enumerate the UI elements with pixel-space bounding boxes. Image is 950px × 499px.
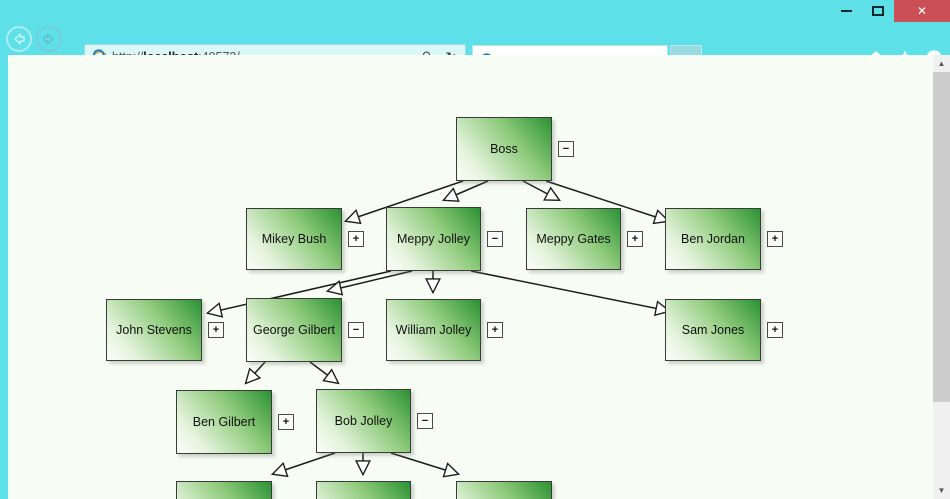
collapse-toggle-meppyj[interactable]: − <box>487 231 503 247</box>
diagram-connectors <box>8 180 923 499</box>
diagram-node-meppyg[interactable]: Meppy Gates <box>526 208 621 270</box>
diagram-node-benjolley[interactable]: Ben Jolley <box>176 481 272 499</box>
diagram-node-samjones[interactable]: Sam Jones <box>665 299 761 361</box>
diagram-node-label: William Jolley <box>395 323 472 337</box>
scrollbar-thumb[interactable] <box>933 72 950 402</box>
close-icon: ✕ <box>916 4 928 18</box>
diagram-node-williamj[interactable]: William Jolley <box>386 299 481 361</box>
vertical-scrollbar[interactable]: ▲ ▼ <box>933 55 950 499</box>
diagram-node-johns[interactable]: John Stevens <box>106 299 202 361</box>
diagram-node-johnjordan[interactable]: John Jordan <box>456 481 552 499</box>
collapse-toggle-bobjolley[interactable]: − <box>417 413 433 429</box>
diagram-node-label: Sam Jones <box>681 323 745 337</box>
back-button[interactable] <box>6 26 32 52</box>
scroll-down-arrow-icon[interactable]: ▼ <box>933 482 950 499</box>
diagram-node-label: Meppy Jolley <box>397 232 470 246</box>
diagram-node-label: Mikey Bush <box>261 232 327 246</box>
diagram-node-bobjolley[interactable]: Bob Jolley <box>316 389 411 453</box>
diagram-node-george[interactable]: George Gilbert <box>246 298 342 362</box>
diagram-node-benjordan[interactable]: Ben Jordan <box>665 208 761 270</box>
title-bar: ✕ <box>0 0 950 22</box>
minimize-button[interactable] <box>830 0 862 22</box>
maximize-button[interactable] <box>862 0 894 22</box>
back-arrow-icon <box>14 33 25 45</box>
forward-arrow-icon <box>43 33 54 45</box>
diagram-node-boss[interactable]: Boss <box>456 117 552 181</box>
diagram-node-label: Ben Jordan <box>681 232 745 246</box>
maximize-icon <box>872 6 884 16</box>
diagram-canvas[interactable]: Boss − Mikey Bush + Meppy Jolley − Meppy Gates… <box>8 55 923 499</box>
expand-toggle-samjones[interactable]: + <box>767 322 783 338</box>
page-content: Boss − Mikey Bush + Meppy Jolley − Meppy Gates… <box>8 55 942 499</box>
scroll-up-arrow-icon[interactable]: ▲ <box>933 55 950 72</box>
collapse-toggle-boss[interactable]: − <box>558 141 574 157</box>
diagram-node-mikey[interactable]: Mikey Bush <box>246 208 342 270</box>
navigation-bar: http://localhost:49573/ ⚲ ▼ ↻ MindFusion… <box>0 22 950 75</box>
diagram-node-bobjolley2[interactable]: Bob Jolley <box>316 481 411 499</box>
close-button[interactable]: ✕ <box>894 0 950 22</box>
collapse-toggle-george[interactable]: − <box>348 322 364 338</box>
diagram-node-label: Boss <box>490 142 518 156</box>
expand-toggle-benjordan[interactable]: + <box>767 231 783 247</box>
diagram-node-bengil[interactable]: Ben Gilbert <box>176 390 272 454</box>
expand-toggle-mikey[interactable]: + <box>348 231 364 247</box>
diagram-node-label: Ben Gilbert <box>192 415 256 429</box>
expand-toggle-johns[interactable]: + <box>208 322 224 338</box>
expand-toggle-williamj[interactable]: + <box>487 322 503 338</box>
expand-toggle-bengil[interactable]: + <box>278 414 294 430</box>
expand-toggle-meppyg[interactable]: + <box>627 231 643 247</box>
diagram-node-label: Bob Jolley <box>334 414 393 428</box>
diagram-node-label: John Stevens <box>116 323 192 337</box>
diagram-node-meppyj[interactable]: Meppy Jolley <box>386 207 481 271</box>
diagram-node-label: Meppy Gates <box>536 232 611 246</box>
minimize-icon <box>840 10 852 12</box>
diagram-node-label: George Gilbert <box>253 323 335 337</box>
forward-button[interactable] <box>36 26 62 52</box>
